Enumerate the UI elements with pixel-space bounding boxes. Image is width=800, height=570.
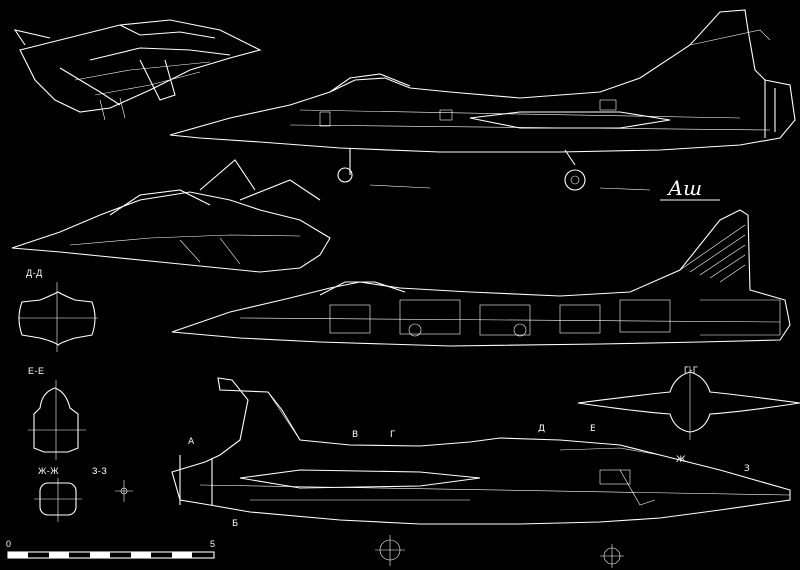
section-ee-shape <box>28 380 86 460</box>
scale-bar <box>7 551 215 559</box>
cutaway-side-view <box>171 209 791 347</box>
section-mark-a: А <box>188 437 195 447</box>
section-zhzh-shape <box>34 478 82 522</box>
section-label-zz: З-З <box>92 466 108 476</box>
section-gg-shape <box>577 366 800 440</box>
scale-start-label: 0 <box>6 539 12 549</box>
section-mark-b: Б <box>232 519 239 529</box>
section-mark-zh: Ж <box>676 455 686 465</box>
cockpit-perspective-view <box>11 159 331 273</box>
section-mark-v: В <box>352 430 359 440</box>
section-mark-d: Д <box>538 424 546 434</box>
section-label-zhzh: Ж-Ж <box>38 466 60 476</box>
section-circle-markers <box>375 535 624 568</box>
author-signature: Аш <box>668 176 703 200</box>
section-label-dd: Д-Д <box>26 268 43 278</box>
section-zz-shape <box>115 480 133 502</box>
perspective-view-top <box>13 19 262 121</box>
section-mark-e: Е <box>590 424 596 434</box>
plan-view-bottom <box>171 377 791 525</box>
section-label-gg: Г-Г <box>684 365 699 375</box>
section-mark-g: Г <box>390 430 396 440</box>
section-mark-z: З <box>744 464 750 474</box>
scale-end-label: 5 <box>210 539 216 549</box>
section-label-ee: Е-Е <box>28 366 45 376</box>
side-view-gear-down <box>169 9 796 191</box>
section-dd-shape <box>18 282 98 352</box>
